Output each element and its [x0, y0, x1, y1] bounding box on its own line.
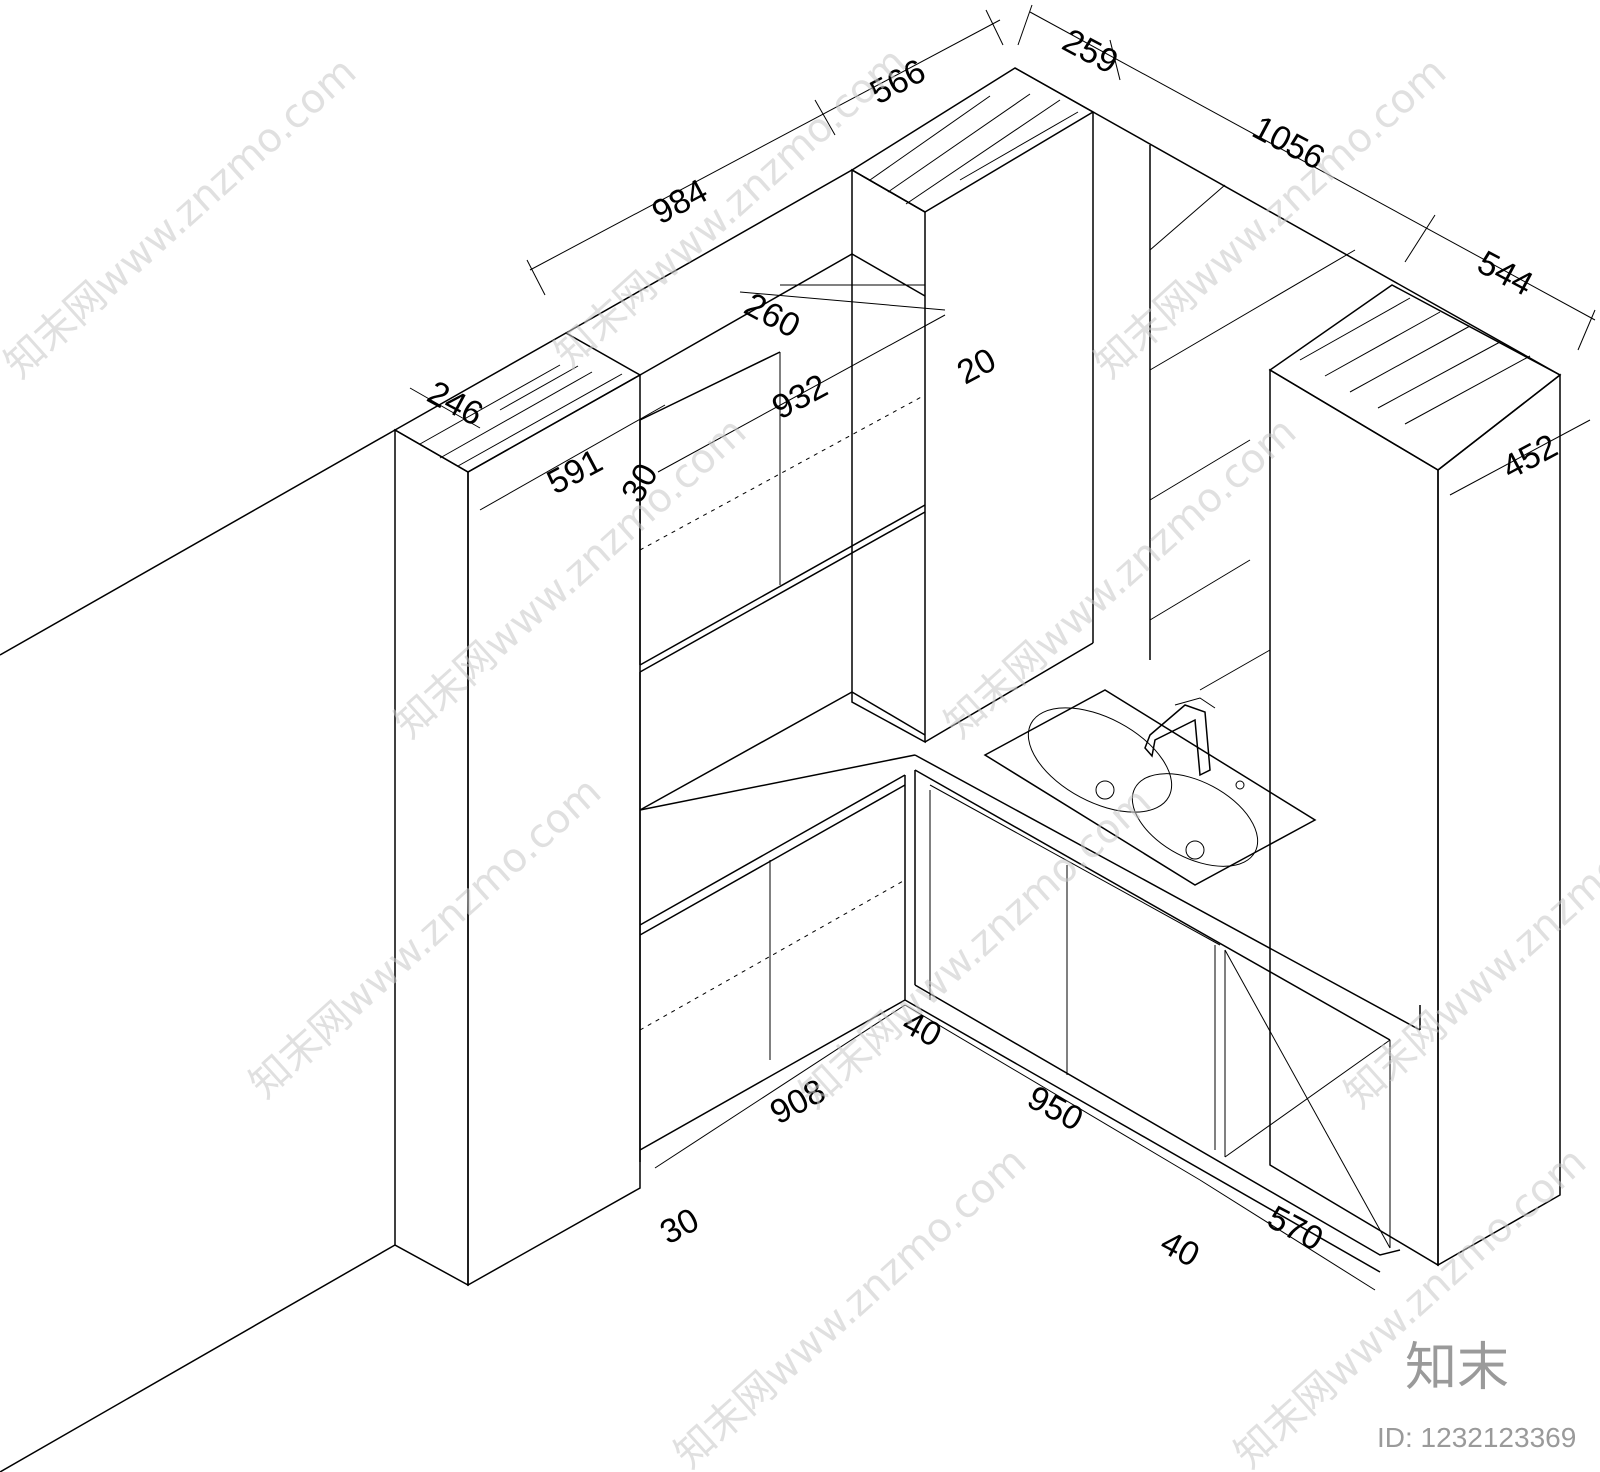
dim-570: 570	[1261, 1199, 1329, 1259]
watermark-text: 知末网www.znzmo.com	[936, 409, 1305, 748]
dim-20: 20	[951, 341, 1002, 392]
base-cabinet-right	[904, 642, 1421, 1273]
dim-259: 259	[1056, 22, 1124, 82]
dim-950: 950	[1021, 1079, 1089, 1139]
brand-logo: 知末	[1405, 1338, 1509, 1398]
base-cabinet-left	[639, 754, 916, 1162]
watermark-text: 知末网www.znzmo.com	[1086, 49, 1455, 388]
watermark-text: 知末网www.znzmo.com	[546, 39, 915, 378]
dimension-lines	[409, 4, 1596, 1291]
watermark-text: 知末网www.znzmo.com	[0, 49, 365, 388]
sink	[983, 689, 1317, 886]
watermark-text: 知末网www.znzmo.com	[666, 1139, 1035, 1472]
image-id: ID: 1232123369	[1377, 1422, 1576, 1453]
watermark-text: 知末网www.znzmo.com	[791, 779, 1160, 1118]
back-wall	[1014, 67, 1561, 691]
dim-260: 260	[738, 286, 806, 346]
dim-40-bottom: 40	[1154, 1224, 1205, 1275]
right-tall-column	[1268, 284, 1562, 1267]
dim-932: 932	[766, 367, 834, 427]
watermarks: 知末网www.znzmo.com 知末网www.znzmo.com 知末网www…	[0, 39, 1600, 1472]
watermark-text: 知末网www.znzmo.com	[241, 769, 610, 1108]
dim-30-bottom: 30	[654, 1201, 705, 1252]
left-wall	[0, 429, 396, 1472]
dim-591: 591	[541, 442, 609, 502]
dim-544: 544	[1471, 244, 1539, 304]
dim-452: 452	[1496, 427, 1564, 487]
